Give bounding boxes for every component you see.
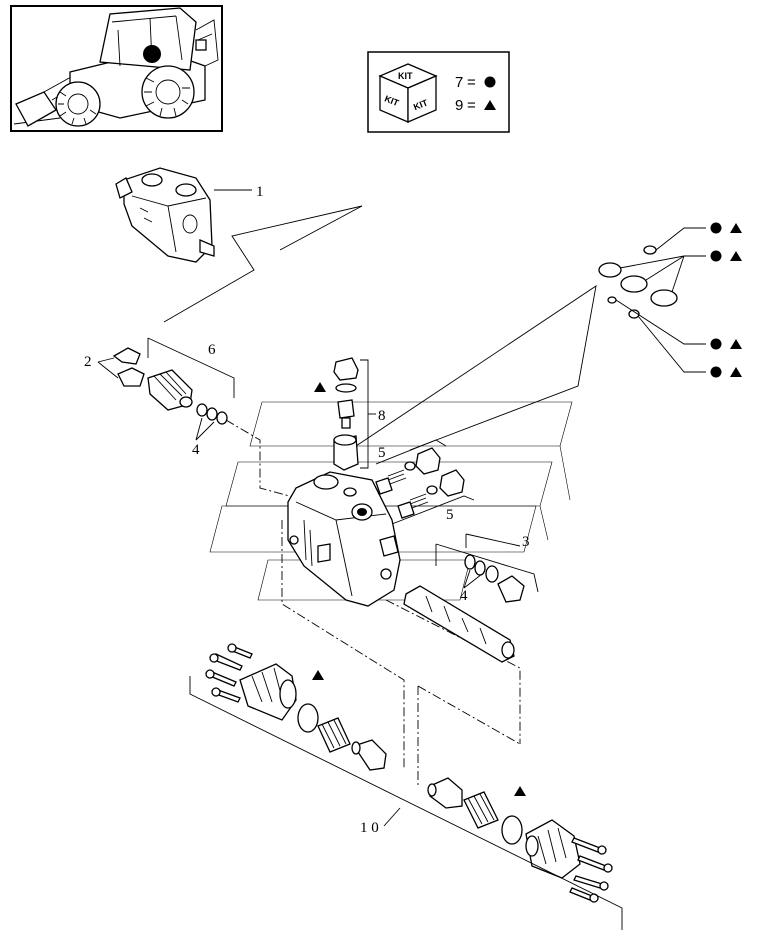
part-8-cartridge xyxy=(333,357,359,471)
part-3-main-spool xyxy=(403,575,525,663)
background-ghost-outline xyxy=(209,401,573,601)
callout-4b: 4 xyxy=(460,588,468,604)
break-line xyxy=(163,205,363,323)
small-o-ring xyxy=(643,245,657,255)
bracket-8 xyxy=(360,359,369,469)
callout-3: 3 xyxy=(522,534,530,550)
bracket-6 xyxy=(147,337,235,398)
seal-triangle-icon xyxy=(514,786,526,796)
kit-triangle-icon xyxy=(730,367,742,377)
part-2-clips xyxy=(112,347,145,387)
main-valve-section xyxy=(287,471,401,607)
callout-1: 1 xyxy=(256,184,264,200)
callout-6: 6 xyxy=(208,342,216,358)
bracket-5b xyxy=(391,495,475,525)
o-ring-c xyxy=(650,289,678,307)
callout-2: 2 xyxy=(84,354,92,370)
legend-circle-icon xyxy=(484,76,496,88)
tiny-o-ring-b xyxy=(628,309,640,319)
assembly-line-a xyxy=(225,419,305,501)
kit-circle-icon xyxy=(710,222,722,234)
callout-10: 1 0 xyxy=(360,820,379,836)
assembly-line-d xyxy=(417,685,521,786)
tiny-o-ring-a xyxy=(607,296,617,304)
vehicle-thumbnail xyxy=(10,5,223,132)
seal-triangle-icon xyxy=(314,382,326,392)
kit-triangle-icon xyxy=(730,339,742,349)
part-10-end-cap-left xyxy=(205,643,387,771)
leader-2 xyxy=(97,357,119,379)
break-line-2 xyxy=(279,205,363,251)
callout-4a: 4 xyxy=(192,442,200,458)
kit-circle-icon xyxy=(710,338,722,350)
o-ring-b xyxy=(620,275,648,293)
kit-cube-icon: KIT KIT KIT xyxy=(378,63,438,123)
leader-4b xyxy=(463,569,483,589)
bracket-3 xyxy=(465,533,521,548)
seal-kit-group xyxy=(598,222,742,378)
o-ring-a xyxy=(598,262,622,278)
legend-entry-2-equals: = xyxy=(467,97,476,114)
assembly-line-c xyxy=(385,599,521,744)
callout-5a: 5 xyxy=(378,445,386,461)
leader-10 xyxy=(383,807,401,827)
bracket-5a xyxy=(375,439,447,465)
part-6-spool-cap xyxy=(147,369,193,411)
part-4-o-rings-left xyxy=(196,403,228,425)
kit-triangle-icon xyxy=(730,251,742,261)
part-1-valve-body xyxy=(115,167,215,263)
callout-5b: 5 xyxy=(446,507,454,523)
seal-triangle-icon xyxy=(312,670,324,680)
legend-entry-1-number: 7 xyxy=(455,74,463,91)
kit-triangle-icon xyxy=(730,223,742,233)
bracket-4b xyxy=(435,543,539,593)
callout-8: 8 xyxy=(378,408,386,424)
part-4-o-rings-right xyxy=(464,554,499,583)
kit-face-top: KIT xyxy=(398,71,413,81)
legend-triangle-icon xyxy=(484,100,496,110)
part-10-end-cap-right xyxy=(427,777,613,903)
legend-entry-2-number: 9 xyxy=(455,97,463,114)
legend-entry-1-equals: = xyxy=(467,74,476,91)
kit-circle-icon xyxy=(710,366,722,378)
part-5-check-valves xyxy=(375,447,465,519)
kit-legend: KIT KIT KIT 7 = 9 = xyxy=(367,51,510,133)
bracket-10 xyxy=(189,676,623,930)
kit-circle-icon xyxy=(710,250,722,262)
assembly-line-b xyxy=(281,520,405,770)
leader-4a xyxy=(195,417,215,441)
section-wedge xyxy=(343,285,597,455)
